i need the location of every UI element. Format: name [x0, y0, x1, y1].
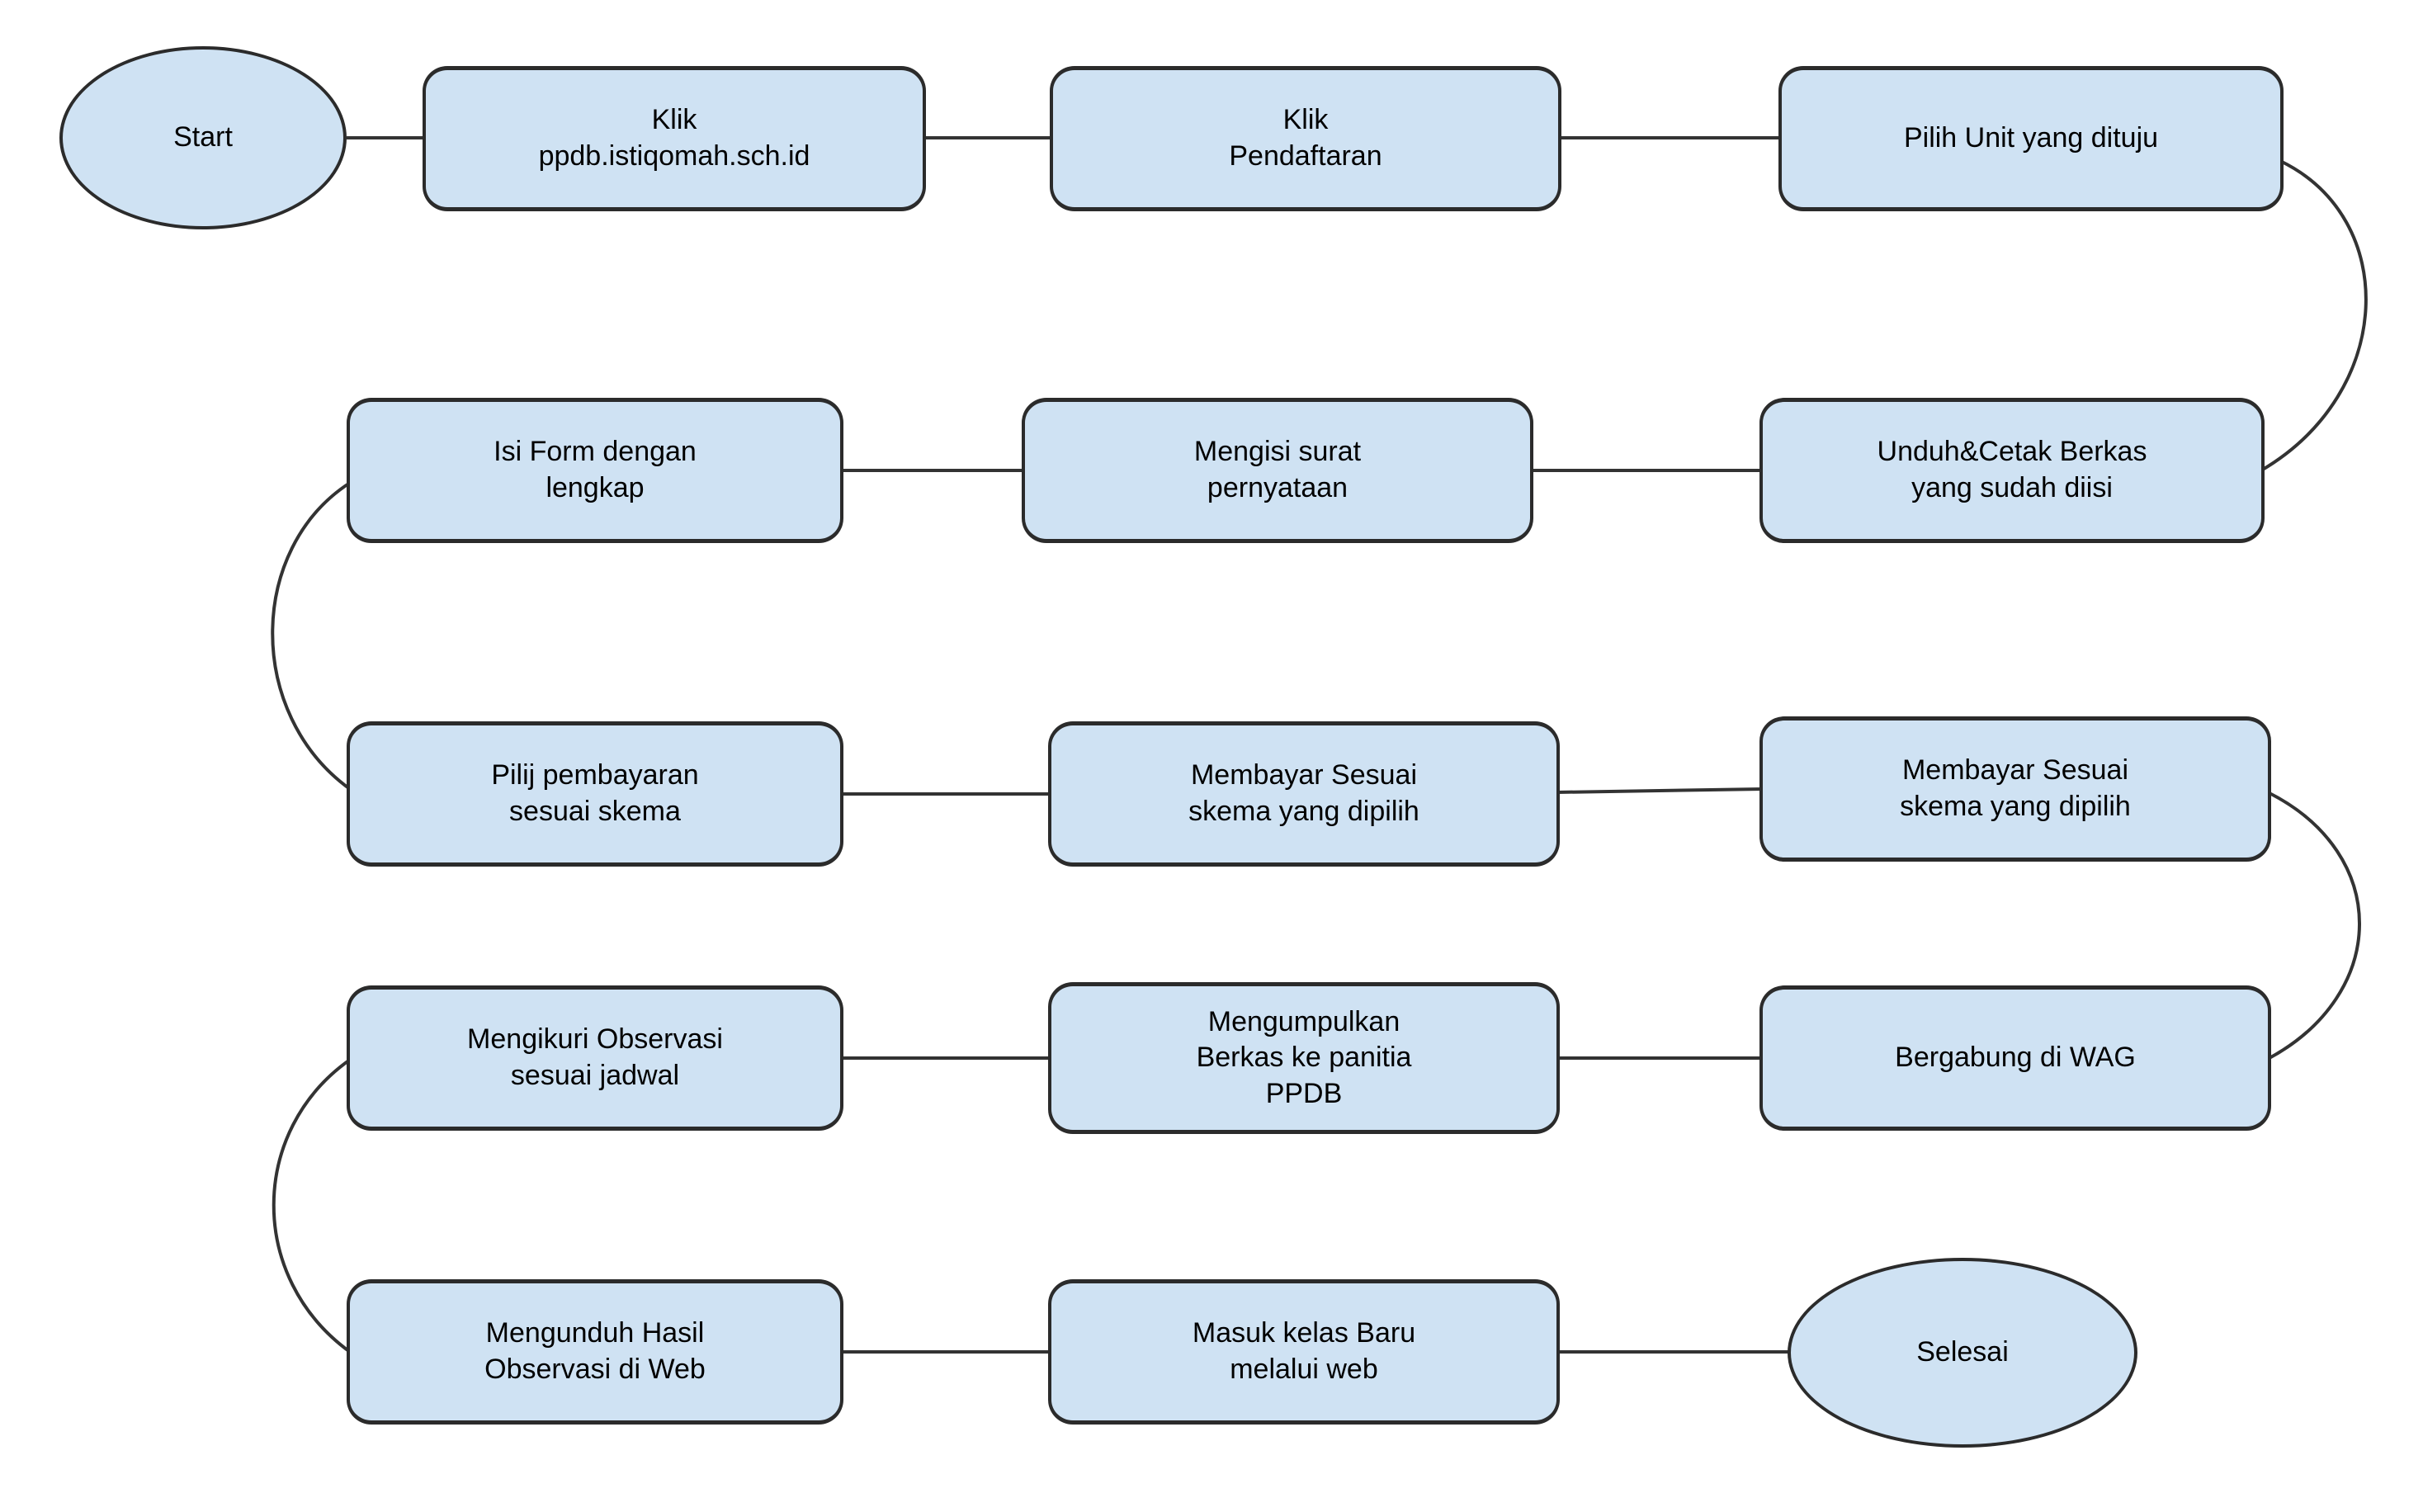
flowchart-node-pilij-pembayaran: Pilij pembayaran sesuai skema	[347, 721, 843, 867]
node-label: Start	[173, 121, 233, 154]
node-label: Bergabung di WAG	[1895, 1042, 2136, 1074]
node-label: Selesai	[1916, 1336, 2009, 1368]
flowchart-node-mengisi-surat: Mengisi surat pernyataan	[1022, 398, 1533, 543]
node-label: Mengisi surat pernyataan	[1193, 436, 1362, 503]
node-label: Pilih Unit yang dituju	[1903, 122, 2159, 154]
node-label: Unduh&Cetak Berkas yang sudah diisi	[1877, 436, 2147, 503]
connector-isi-form-to-pilij-pembayaran-curve	[271, 481, 352, 791]
node-label: Isi Form dengan lengkap	[494, 436, 697, 503]
node-label: Pilij pembayaran sesuai skema	[491, 759, 699, 827]
node-label: Membayar Sesuai skema yang dipilih	[1900, 754, 2131, 822]
node-label: Membayar Sesuai skema yang dipilih	[1188, 759, 1419, 827]
node-label: Mengumpulkan Berkas ke panitia PPDB	[1196, 1005, 1412, 1109]
connector-membayar-2-to-bergabung-wag-curve	[2267, 791, 2361, 1061]
connector-mengikuri-observasi-to-mengunduh-hasil-curve	[272, 1058, 352, 1354]
flowchart-node-bergabung-wag: Bergabung di WAG	[1759, 985, 2271, 1131]
flowchart-node-selesai: Selesai	[1788, 1258, 2137, 1448]
flowchart-node-mengikuri-observasi: Mengikuri Observasi sesuai jadwal	[347, 985, 843, 1131]
flowchart-node-masuk-kelas: Masuk kelas Baru melalui web	[1048, 1279, 1560, 1425]
flowchart-node-klik-pendaftaran: Klik Pendaftaran	[1050, 66, 1561, 211]
flowchart-node-isi-form: Isi Form dengan lengkap	[347, 398, 843, 543]
flowchart-node-mengunduh-hasil: Mengunduh Hasil Observasi di Web	[347, 1279, 843, 1425]
flowchart-node-klik-ppdb: Klik ppdb.istiqomah.sch.id	[423, 66, 926, 211]
node-label: Mengunduh Hasil Observasi di Web	[484, 1317, 706, 1385]
node-label: Klik ppdb.istiqomah.sch.id	[538, 104, 810, 172]
flowchart-node-unduh-cetak: Unduh&Cetak Berkas yang sudah diisi	[1759, 398, 2265, 543]
connector-membayar-1-to-membayar-2	[1556, 787, 1764, 794]
flowchart-node-mengumpulkan-berkas: Mengumpulkan Berkas ke panitia PPDB	[1048, 982, 1560, 1134]
node-label: Klik Pendaftaran	[1229, 104, 1382, 172]
flowchart-node-membayar-2: Membayar Sesuai skema yang dipilih	[1759, 716, 2271, 862]
flowchart-node-start: Start	[59, 46, 347, 229]
flowchart-node-membayar-1: Membayar Sesuai skema yang dipilih	[1048, 721, 1560, 867]
flowchart-node-pilih-unit: Pilih Unit yang dituju	[1778, 66, 2284, 211]
node-label: Mengikuri Observasi sesuai jadwal	[467, 1023, 723, 1091]
node-label: Masuk kelas Baru melalui web	[1192, 1317, 1416, 1385]
connector-pilih-unit-to-unduh-cetak-curve	[2260, 159, 2368, 472]
